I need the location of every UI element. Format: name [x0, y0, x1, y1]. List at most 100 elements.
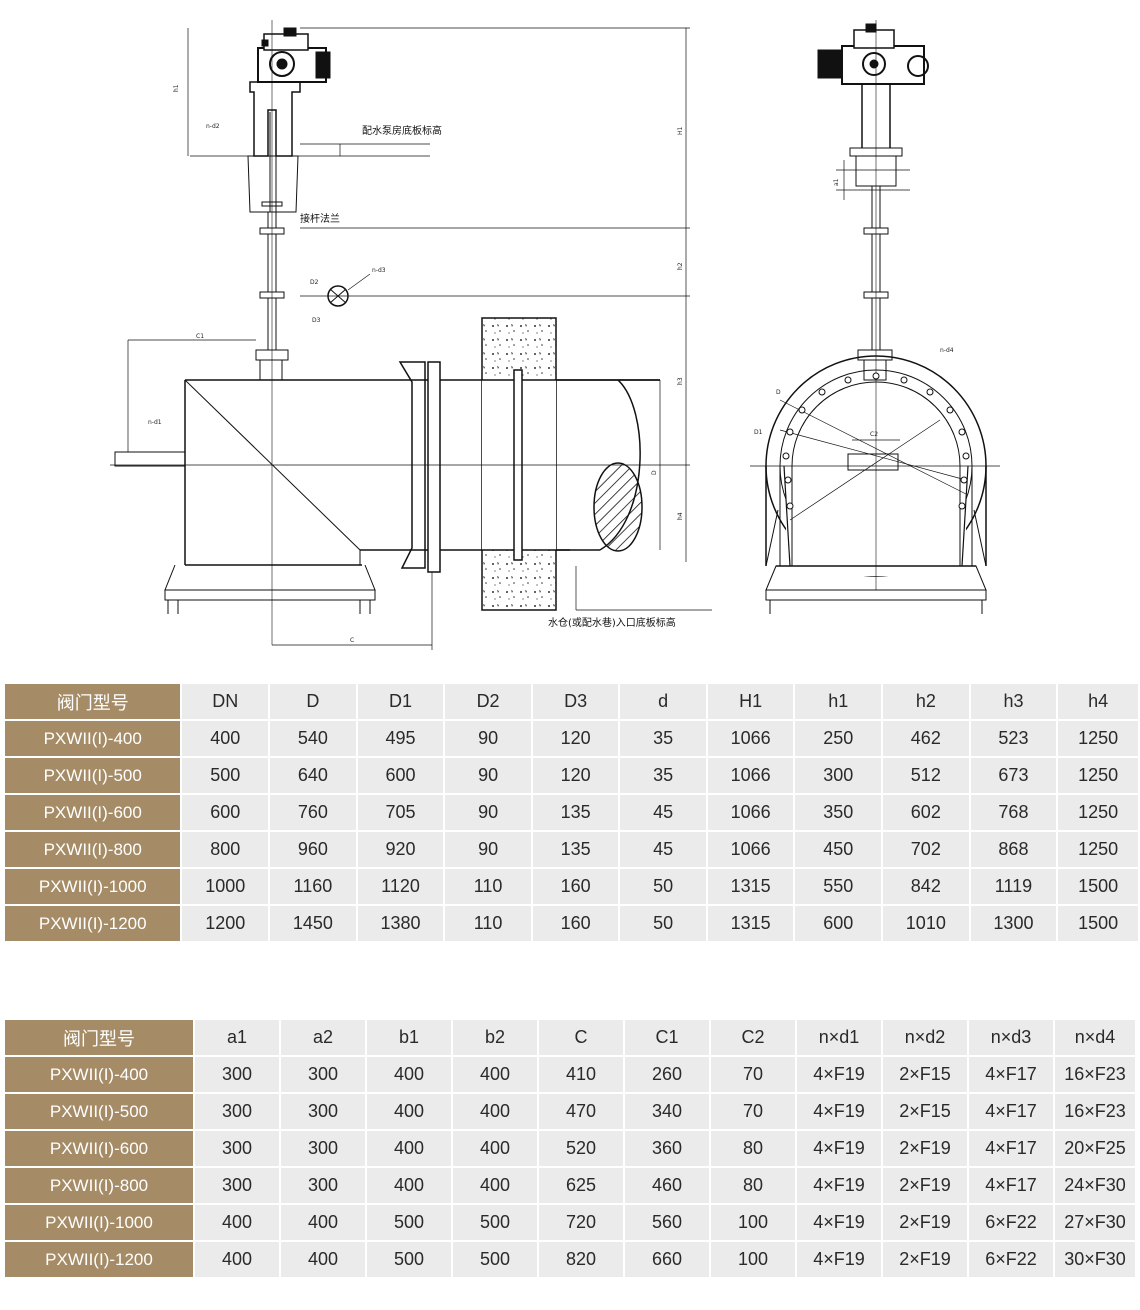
value-cell: 400: [195, 1242, 279, 1277]
value-cell: 250: [795, 721, 882, 756]
model-cell: PXWII(I)-400: [5, 721, 181, 756]
table-header-row: 阀门型号 DN D D1 D2 D3 d H1 h1 h2 h3 h4: [5, 684, 1138, 719]
value-cell: 1119: [970, 869, 1057, 904]
value-cell: 300: [795, 758, 882, 793]
value-cell: 760: [270, 795, 356, 830]
model-cell: PXWII(I)-600: [5, 795, 181, 830]
spec-table-dimensions: 阀门型号 DN D D1 D2 D3 d H1 h1 h2 h3 h4 PXWI…: [3, 682, 1140, 943]
value-cell: 100: [711, 1242, 795, 1277]
value-cell: 135: [532, 832, 619, 867]
value-cell: 90: [445, 795, 531, 830]
value-cell: 520: [539, 1131, 623, 1166]
value-cell: 1300: [970, 906, 1057, 941]
value-cell: 1250: [1058, 795, 1138, 830]
value-cell: 300: [281, 1094, 365, 1129]
value-cell: 705: [357, 795, 444, 830]
value-cell: 4×F19: [797, 1131, 881, 1166]
value-cell: 340: [625, 1094, 709, 1129]
dim-D-front: D: [776, 389, 781, 396]
value-cell: 600: [795, 906, 882, 941]
dim-a1: a1: [833, 178, 840, 186]
value-cell: 6×F22: [969, 1242, 1053, 1277]
model-cell: PXWII(I)-800: [5, 1168, 193, 1203]
value-cell: 6×F22: [969, 1205, 1053, 1240]
value-cell: 300: [195, 1168, 279, 1203]
value-cell: 1500: [1058, 869, 1138, 904]
header-cell: C1: [625, 1020, 709, 1055]
value-cell: 400: [367, 1131, 451, 1166]
value-cell: 1200: [182, 906, 269, 941]
value-cell: 4×F17: [969, 1057, 1053, 1092]
value-cell: 30×F30: [1055, 1242, 1135, 1277]
model-cell: PXWII(I)-1000: [5, 1205, 193, 1240]
value-cell: 500: [182, 758, 269, 793]
header-cell: DN: [182, 684, 269, 719]
value-cell: 4×F19: [797, 1168, 881, 1203]
value-cell: 960: [270, 832, 356, 867]
value-cell: 462: [883, 721, 969, 756]
value-cell: 20×F25: [1055, 1131, 1135, 1166]
value-cell: 1450: [270, 906, 356, 941]
value-cell: 2×F19: [883, 1205, 967, 1240]
value-cell: 1120: [357, 869, 444, 904]
model-cell: PXWII(I)-500: [5, 758, 181, 793]
value-cell: 70: [711, 1057, 795, 1092]
value-cell: 360: [625, 1131, 709, 1166]
value-cell: 500: [453, 1242, 537, 1277]
value-cell: 2×F19: [883, 1168, 967, 1203]
value-cell: 300: [281, 1057, 365, 1092]
dim-D2: D2: [310, 279, 319, 286]
actuator-side-view: [257, 27, 331, 83]
dim-h4: h4: [677, 512, 684, 520]
value-cell: 500: [367, 1205, 451, 1240]
header-cell: D3: [532, 684, 619, 719]
value-cell: 90: [445, 758, 531, 793]
model-cell: PXWII(I)-500: [5, 1094, 193, 1129]
model-cell: PXWII(I)-600: [5, 1131, 193, 1166]
header-cell: n×d1: [797, 1020, 881, 1055]
header-cell: h2: [883, 684, 969, 719]
value-cell: 100: [711, 1205, 795, 1240]
value-cell: 4×F17: [969, 1168, 1053, 1203]
value-cell: 400: [367, 1094, 451, 1129]
dim-nd3: n-d3: [372, 267, 386, 274]
value-cell: 400: [281, 1242, 365, 1277]
value-cell: 24×F30: [1055, 1168, 1135, 1203]
value-cell: 1380: [357, 906, 444, 941]
value-cell: 800: [182, 832, 269, 867]
value-cell: 4×F17: [969, 1131, 1053, 1166]
value-cell: 400: [182, 721, 269, 756]
value-cell: 135: [532, 795, 619, 830]
value-cell: 4×F19: [797, 1242, 881, 1277]
value-cell: 1066: [707, 832, 794, 867]
value-cell: 400: [453, 1094, 537, 1129]
header-cell: a1: [195, 1020, 279, 1055]
value-cell: 90: [445, 721, 531, 756]
dim-nd4: n-d4: [940, 347, 954, 354]
value-cell: 16×F23: [1055, 1094, 1135, 1129]
header-cell: n×d2: [883, 1020, 967, 1055]
dim-h3: h3: [677, 377, 684, 385]
value-cell: 4×F19: [797, 1057, 881, 1092]
value-cell: 35: [620, 758, 706, 793]
header-cell: h3: [970, 684, 1057, 719]
value-cell: 602: [883, 795, 969, 830]
value-cell: 1066: [707, 758, 794, 793]
value-cell: 400: [453, 1131, 537, 1166]
value-cell: 842: [883, 869, 969, 904]
value-cell: 523: [970, 721, 1057, 756]
value-cell: 4×F17: [969, 1094, 1053, 1129]
value-cell: 410: [539, 1057, 623, 1092]
value-cell: 702: [883, 832, 969, 867]
value-cell: 45: [620, 832, 706, 867]
value-cell: 45: [620, 795, 706, 830]
value-cell: 110: [445, 906, 531, 941]
value-cell: 50: [620, 906, 706, 941]
